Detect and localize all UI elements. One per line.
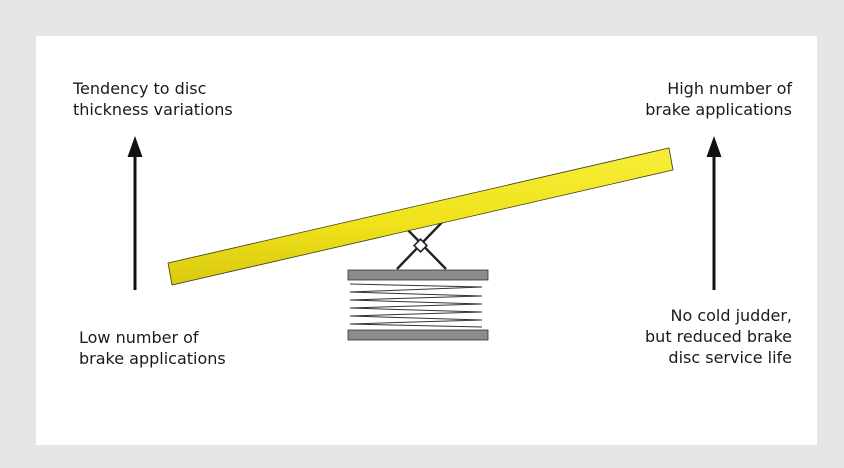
- label-line: disc service life: [668, 348, 792, 367]
- label-no-cold-judder: No cold judder, but reduced brake disc s…: [645, 305, 792, 368]
- right-arrow-up-icon: [706, 136, 722, 290]
- spring-icon: [347, 269, 489, 341]
- label-line: No cold judder,: [670, 306, 792, 325]
- label-line: Low number of: [79, 328, 199, 347]
- diagram-panel: [36, 36, 817, 445]
- label-disc-thickness-tendency: Tendency to disc thickness variations: [73, 78, 233, 120]
- label-line: brake applications: [79, 349, 226, 368]
- label-line: High number of: [667, 79, 792, 98]
- label-line: Tendency to disc: [73, 79, 207, 98]
- left-arrow-up-icon: [127, 136, 143, 290]
- label-line: thickness variations: [73, 100, 233, 119]
- label-line: brake applications: [645, 100, 792, 119]
- label-high-brake-applications: High number of brake applications: [645, 78, 792, 120]
- seesaw-beam: [167, 147, 674, 286]
- label-low-brake-applications: Low number of brake applications: [79, 327, 226, 369]
- label-line: but reduced brake: [645, 327, 792, 346]
